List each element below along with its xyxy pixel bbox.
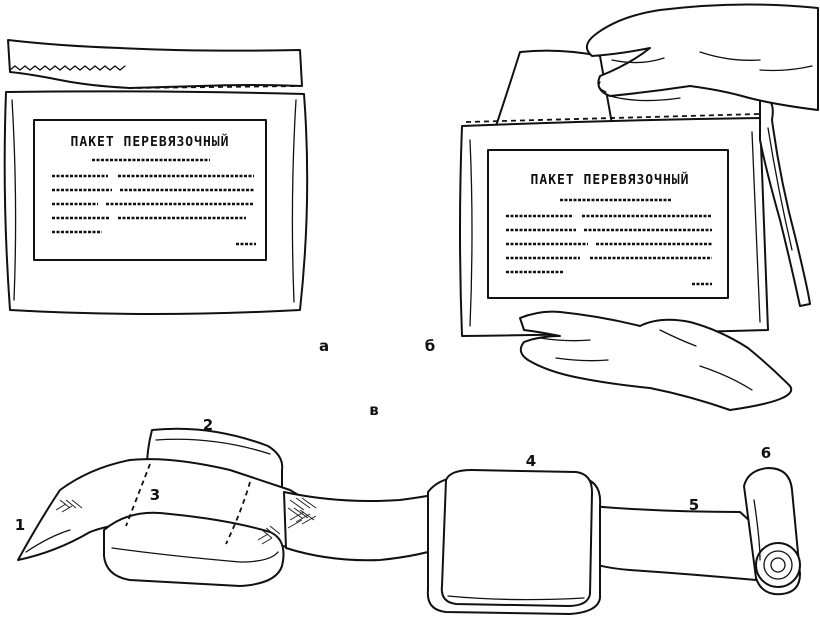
packet-b-flap: [495, 49, 613, 127]
packet-b: ПАКЕТ ПЕРЕВЯЗОЧНЫЙ: [459, 3, 819, 411]
part-label-5: 5: [689, 496, 699, 514]
pad-2-front: [103, 511, 285, 587]
packet-b-perforation: [465, 113, 761, 123]
part-label-3: 3: [150, 486, 160, 504]
bandage-roll-6-end: [755, 542, 801, 588]
packet-a-serrated-edge: [9, 65, 126, 71]
packet-a-tear-strip: [7, 39, 303, 89]
part-label-4: 4: [526, 452, 536, 470]
packet-a-perforation: [127, 85, 301, 89]
panel-label-b: б: [425, 337, 435, 355]
part-label-6: 6: [761, 444, 771, 462]
part-label-1: 1: [15, 516, 25, 534]
upper-hand: [585, 3, 819, 111]
lower-hand: [519, 310, 793, 411]
packet-b-torn-strip: [759, 98, 811, 307]
packet-a: ПАКЕТ ПЕРЕВЯЗОЧНЫЙ: [3, 39, 309, 315]
packet-a-title: ПАКЕТ ПЕРЕВЯЗОЧНЫЙ: [71, 134, 230, 150]
packet-b-print-lines: [506, 198, 712, 286]
panel-label-v: в: [369, 401, 379, 419]
pad-3-stitch-left: [125, 463, 151, 527]
pad-4: [440, 469, 593, 607]
part-label-2: 2: [203, 416, 213, 434]
pad-3-stitch-right: [225, 481, 251, 545]
packet-b-label: [487, 149, 729, 299]
packet-a-print-lines: [52, 158, 256, 246]
bandage-assembly: [17, 427, 801, 615]
bandage-end-1: [17, 458, 301, 561]
bandage-right: [587, 505, 761, 581]
packet-b-title: ПАКЕТ ПЕРЕВЯЗОЧНЫЙ: [531, 172, 690, 188]
panel-label-a: а: [319, 337, 329, 355]
